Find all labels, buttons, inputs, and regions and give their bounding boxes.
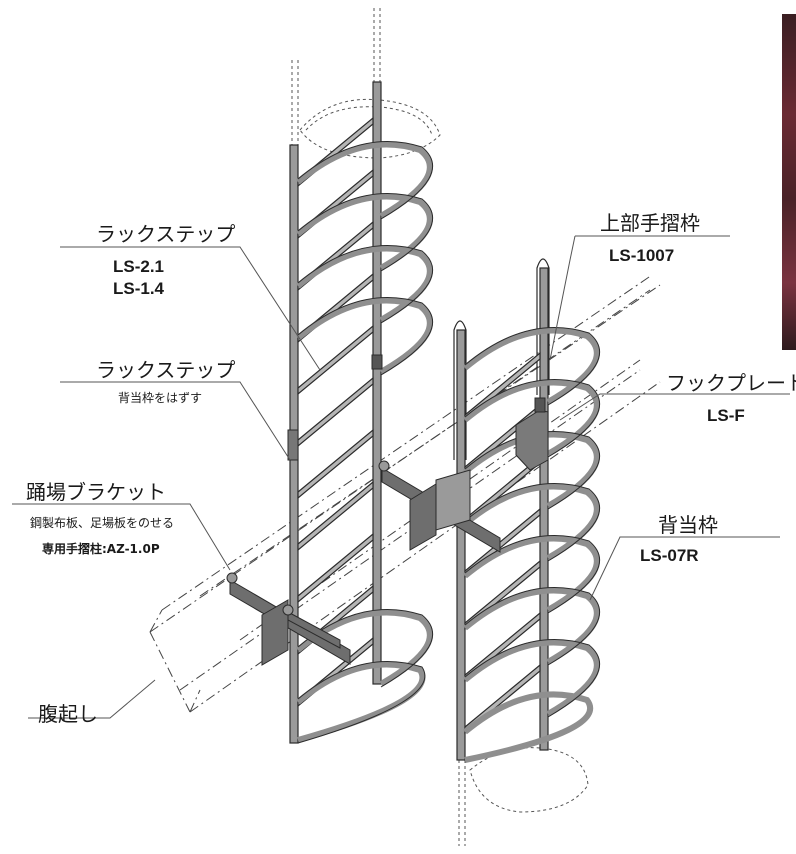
left-cage-hoops-outline: [297, 141, 433, 744]
platform-bracket-note-1: 鋼製布板、足場板をのせる: [30, 516, 175, 530]
platform-bracket-left: [226, 572, 351, 666]
hook-plate-label: フックプレート: [666, 371, 796, 395]
back-frame-code: LS-07R: [640, 546, 699, 565]
upper-handrail-loops: [453, 258, 550, 460]
rack-step-code-1: LS-2.1: [113, 257, 165, 276]
leader-lines: [12, 235, 790, 719]
left-cage-hoops: [296, 141, 433, 743]
right-cage-hoops-outline: [464, 327, 600, 718]
platform-bracket-label: 踊場ブラケット: [26, 480, 166, 504]
platform-bracket-right: [378, 460, 501, 553]
rack-step-label: ラックステップ: [96, 222, 236, 246]
platform-bracket-note-2: 専用手摺柱:AZ-1.0P: [42, 542, 160, 556]
right-cage-hoops: [463, 327, 600, 763]
rack-step-mid-label: ラックステップ: [96, 358, 236, 382]
hook-plate-code: LS-F: [707, 406, 745, 425]
photo-thumbnail: [782, 14, 796, 350]
upper-handrail-label: 上部手摺枠: [600, 211, 700, 235]
hook-plate: [287, 354, 549, 471]
upper-handrail-code: LS-1007: [609, 246, 675, 265]
rack-step-code-2: LS-1.4: [113, 279, 165, 298]
back-frame-label: 背当枠: [658, 513, 718, 537]
rack-step-mid-note: 背当枠をはずす: [118, 391, 203, 405]
waler-label: 腹起し: [38, 702, 98, 726]
